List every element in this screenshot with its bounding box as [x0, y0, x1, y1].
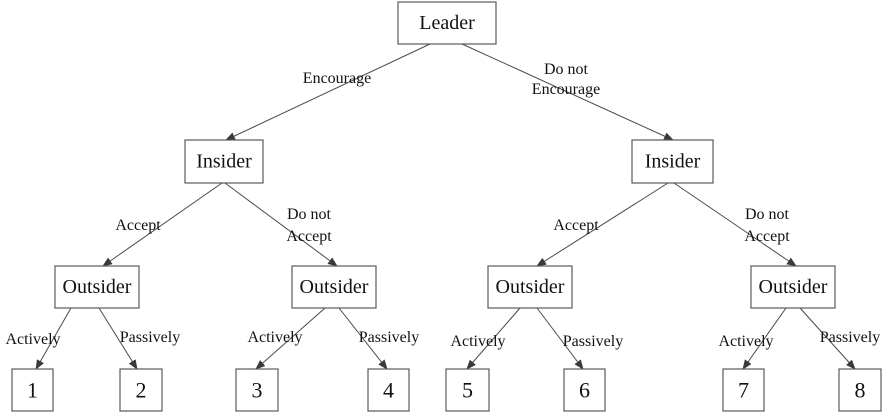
node-outsider-4-box — [750, 265, 836, 309]
node-leader: Leader — [397, 1, 497, 45]
nodes: Leader Insider Insider Outsider Outsider… — [11, 1, 882, 412]
node-outcome-7-label: 7 — [738, 378, 749, 403]
edge-label-passively-3: Passively — [563, 333, 623, 350]
node-outsider-3: Outsider — [487, 265, 573, 309]
node-outsider-4-label: Outsider — [759, 276, 828, 298]
node-outsider-3-box — [487, 265, 573, 309]
node-outsider-2-box — [291, 265, 377, 309]
edge-label-do-not-encourage-line1: Do not — [544, 61, 589, 78]
node-outcome-8-box — [838, 368, 882, 412]
edges — [35, 43, 856, 370]
edge-outsider-4-outcome-7 — [742, 307, 787, 370]
node-outcome-4-label: 4 — [383, 378, 394, 403]
edge-label-do-not-accept-right-line1: Do not — [745, 206, 790, 223]
edge-outsider-3-outcome-5 — [466, 307, 521, 370]
edge-outsider-1-outcome-1 — [35, 307, 72, 370]
node-insider-left-box — [184, 139, 264, 184]
edge-outsider-4-outcome-8 — [799, 307, 856, 370]
node-outsider-3-label: Outsider — [496, 276, 565, 298]
edge-outsider-2-outcome-3 — [255, 307, 326, 370]
edge-insider-right-outsider-4 — [673, 182, 797, 267]
edge-label-accept-right: Accept — [553, 217, 599, 234]
edge-outsider-3-outcome-6 — [536, 307, 584, 370]
edge-labels: Encourage Do not Encourage Accept Do not… — [5, 61, 880, 350]
node-outcome-6-label: 6 — [579, 378, 590, 403]
node-outcome-1-label: 1 — [27, 378, 38, 403]
edge-label-accept-left: Accept — [115, 217, 161, 234]
node-outcome-4-box — [367, 368, 410, 412]
edge-leader-insider-left — [225, 43, 431, 141]
node-outcome-3-box — [235, 368, 279, 412]
node-outcome-3-label: 3 — [252, 378, 263, 403]
node-insider-left: Insider — [184, 139, 264, 184]
node-leader-box — [397, 1, 497, 45]
edge-outsider-2-outcome-4 — [338, 307, 388, 370]
edge-label-passively-4: Passively — [820, 329, 880, 346]
node-outcome-1-box — [11, 368, 54, 412]
node-outsider-2-label: Outsider — [300, 276, 369, 298]
node-outcome-3: 3 — [235, 368, 279, 412]
node-outcome-5-label: 5 — [462, 378, 473, 403]
node-outcome-6: 6 — [563, 368, 606, 412]
edge-label-do-not-accept-right-line2: Accept — [744, 228, 790, 245]
edge-outsider-1-outcome-2 — [98, 307, 138, 370]
node-insider-right-box — [631, 139, 714, 184]
node-outcome-6-box — [563, 368, 606, 412]
node-outcome-5: 5 — [445, 368, 490, 412]
edge-label-do-not-accept-left-line1: Do not — [287, 206, 332, 223]
node-outcome-2-box — [119, 368, 163, 412]
node-outcome-1: 1 — [11, 368, 54, 412]
node-outsider-1-box — [54, 265, 140, 309]
edge-label-actively-3: Actively — [450, 333, 505, 350]
node-outsider-4: Outsider — [750, 265, 836, 309]
node-outcome-4: 4 — [367, 368, 410, 412]
edge-insider-left-outsider-2 — [224, 182, 338, 267]
node-insider-right-label: Insider — [645, 151, 701, 173]
edge-label-encourage: Encourage — [303, 70, 371, 87]
edge-label-do-not-encourage-line2: Encourage — [532, 81, 600, 98]
edge-insider-left-outsider-1 — [102, 182, 223, 267]
node-outcome-8: 8 — [838, 368, 882, 412]
node-outcome-2-label: 2 — [136, 378, 147, 403]
node-outsider-1-label: Outsider — [63, 276, 132, 298]
node-outcome-5-box — [445, 368, 490, 412]
node-insider-right: Insider — [631, 139, 714, 184]
node-outcome-7-box — [722, 368, 765, 412]
edge-label-actively-1: Actively — [5, 331, 60, 348]
node-outcome-7: 7 — [722, 368, 765, 412]
node-insider-left-label: Insider — [196, 151, 252, 173]
edge-label-actively-4: Actively — [718, 333, 773, 350]
edge-label-do-not-accept-left-line2: Accept — [286, 228, 332, 245]
edge-label-actively-2: Actively — [247, 329, 302, 346]
edge-leader-insider-right — [461, 43, 674, 141]
node-outsider-2: Outsider — [291, 265, 377, 309]
edge-label-passively-1: Passively — [120, 329, 180, 346]
edge-insider-right-outsider-3 — [536, 182, 669, 267]
node-outsider-1: Outsider — [54, 265, 140, 309]
node-leader-label: Leader — [419, 12, 475, 34]
node-outcome-8-label: 8 — [855, 378, 866, 403]
node-outcome-2: 2 — [119, 368, 163, 412]
edge-label-passively-2: Passively — [359, 329, 419, 346]
